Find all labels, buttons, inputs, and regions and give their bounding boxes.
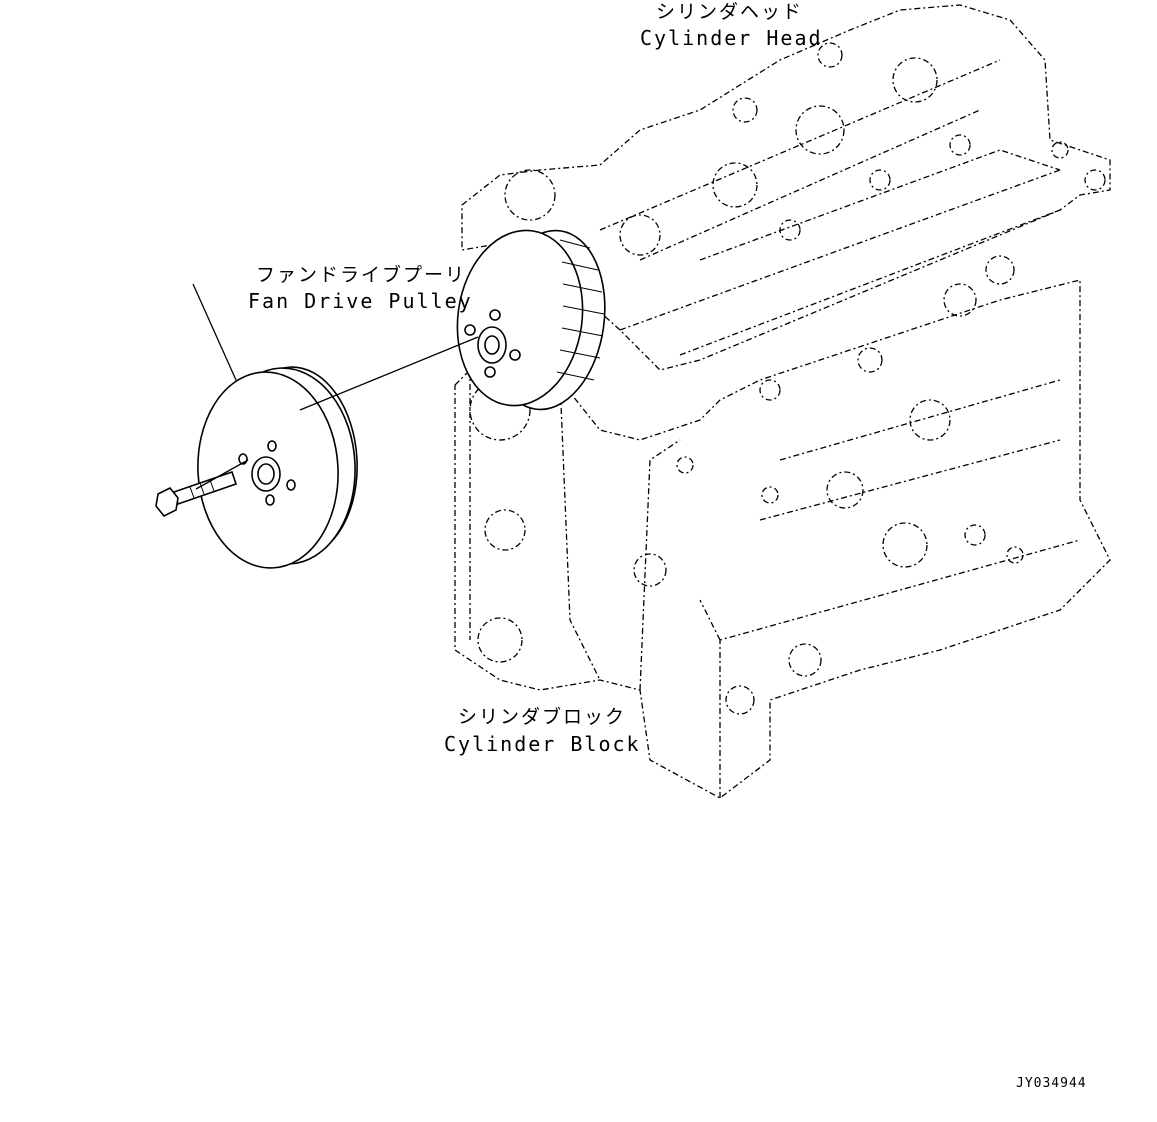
installed-pulley bbox=[456, 229, 606, 411]
cylinder-head-label-jp: シリンダヘッド bbox=[656, 1, 804, 23]
cylinder-block-label-jp: シリンダブロック bbox=[458, 706, 627, 728]
cylinder-block-label-en: Cylinder Block bbox=[444, 732, 641, 756]
cylinder-block bbox=[454, 279, 1111, 799]
fan-drive-pulley-label-jp: ファンドライブプーリ bbox=[256, 264, 467, 286]
leader-lines bbox=[192, 283, 479, 490]
fan-drive-pulley bbox=[197, 366, 358, 569]
fan-drive-pulley-label-en: Fan Drive Pulley bbox=[248, 289, 473, 313]
bolt bbox=[155, 470, 238, 518]
cylinder-head-label-en: Cylinder Head bbox=[640, 26, 823, 50]
cylinder-head bbox=[461, 4, 1111, 371]
reference-code: JY034944 bbox=[1016, 1076, 1087, 1091]
